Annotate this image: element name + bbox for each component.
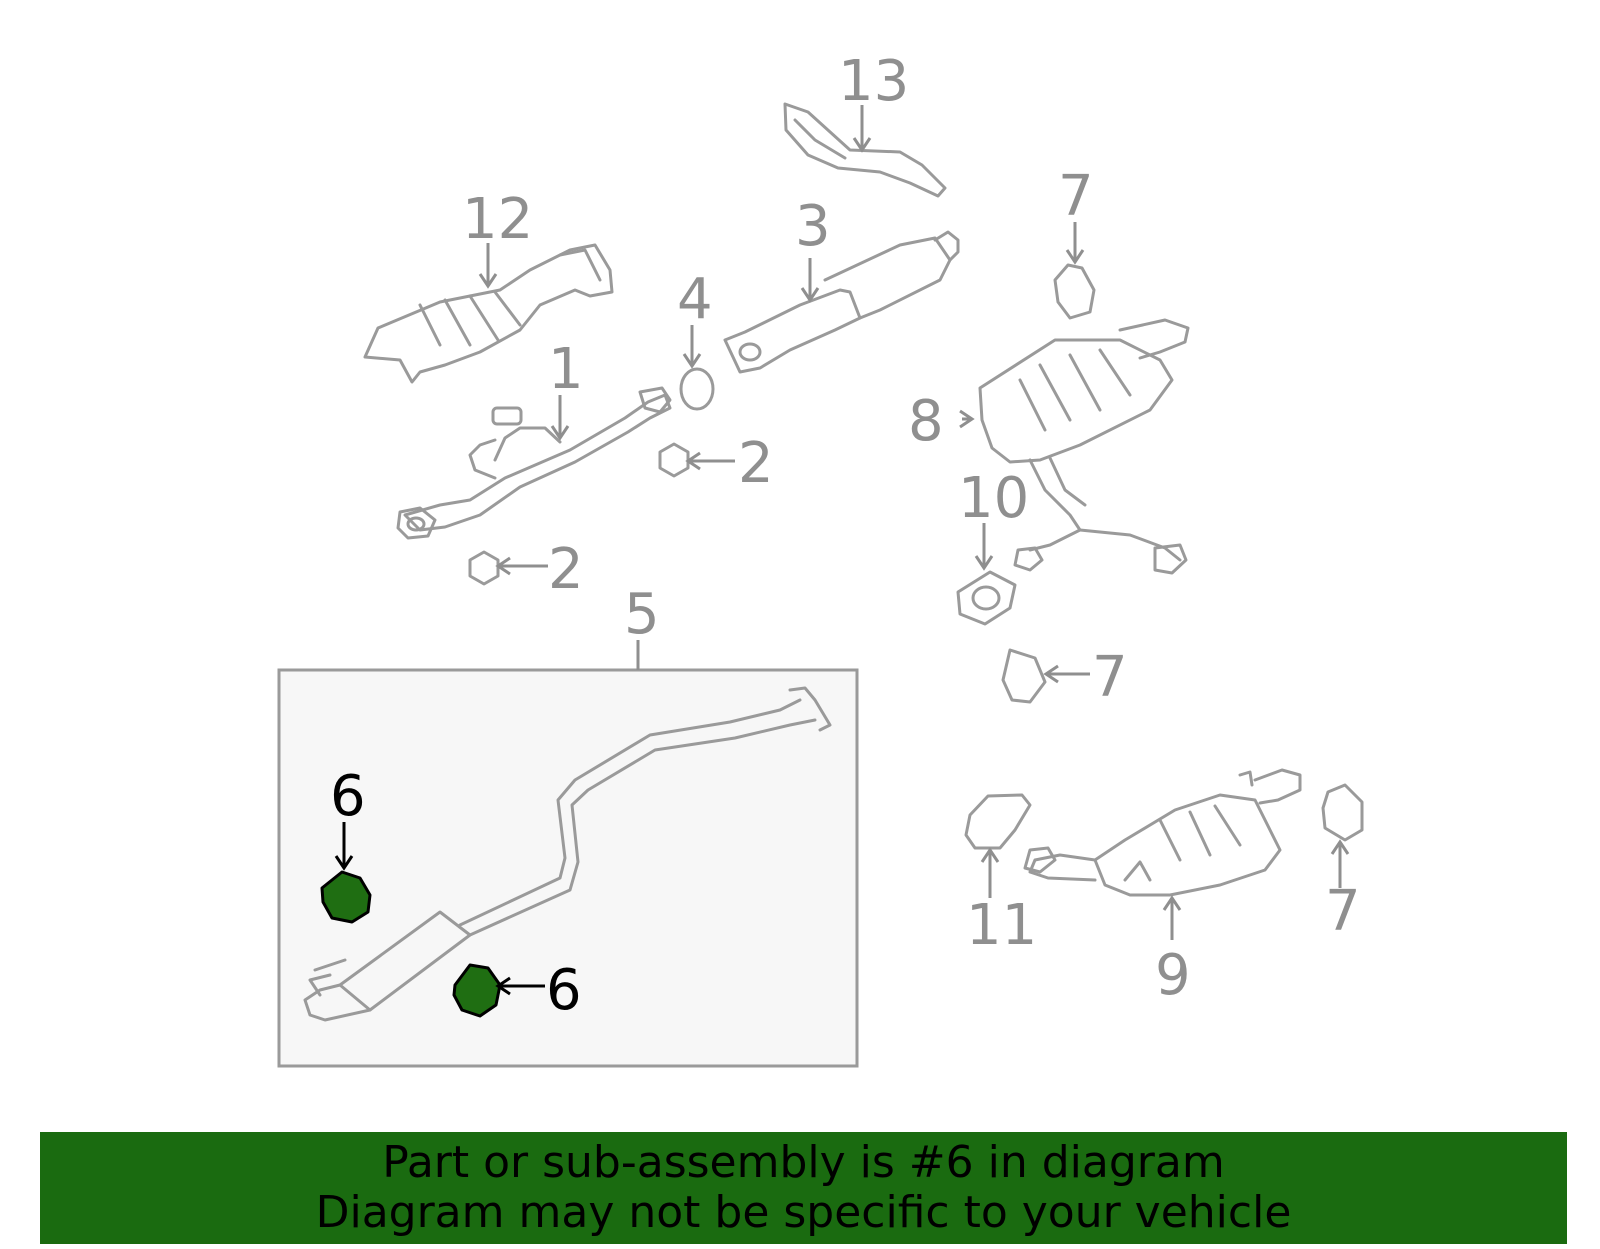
callout-12: 12	[462, 187, 533, 252]
callout-7-right: 7	[1325, 879, 1361, 944]
callout-5: 5	[624, 582, 660, 647]
callout-7-middle: 7	[1092, 645, 1128, 710]
callout-2-upper: 2	[738, 431, 774, 496]
part-9-rear-muffler	[1023, 768, 1302, 897]
part-10-gasket	[956, 570, 1017, 626]
callout-9: 9	[1155, 943, 1191, 1008]
callout-8: 8	[908, 389, 944, 454]
part-7-pad-right	[1321, 783, 1364, 842]
part-2-nut-upper	[658, 442, 690, 478]
callout-2-lower: 2	[548, 537, 584, 602]
callout-4: 4	[677, 267, 713, 332]
part-13-heat-shield	[783, 102, 947, 198]
part-2-nut-lower	[468, 550, 500, 586]
part-1-front-pipe	[396, 386, 672, 540]
callout-3: 3	[795, 194, 831, 259]
part-3-center-pipe	[723, 230, 960, 374]
callout-10: 10	[958, 466, 1029, 531]
callout-11: 11	[966, 893, 1037, 958]
part-12-heat-shield	[363, 243, 614, 384]
part-6-pad-lower	[452, 963, 502, 1018]
part-6-pad-upper	[320, 870, 372, 924]
part-7-pad-middle	[1001, 648, 1047, 704]
part-4-gasket	[679, 367, 715, 411]
callout-7-top: 7	[1058, 164, 1094, 229]
callout-13: 13	[838, 49, 909, 114]
callout-6-upper: 6	[330, 764, 366, 829]
callout-1: 1	[548, 337, 584, 402]
part-7-pad-top	[1053, 263, 1096, 320]
part-5-inset	[277, 640, 859, 1068]
banner-line-part: Part or sub-assembly is #6 in diagram	[382, 1137, 1225, 1188]
part-info-banner: Part or sub-assembly is #6 in diagram Di…	[40, 1132, 1567, 1244]
part-11-pad	[964, 793, 1032, 850]
callout-6-lower: 6	[546, 958, 582, 1023]
part-8-muffler-assembly	[978, 318, 1190, 575]
banner-line-disclaimer: Diagram may not be specific to your vehi…	[315, 1187, 1292, 1238]
